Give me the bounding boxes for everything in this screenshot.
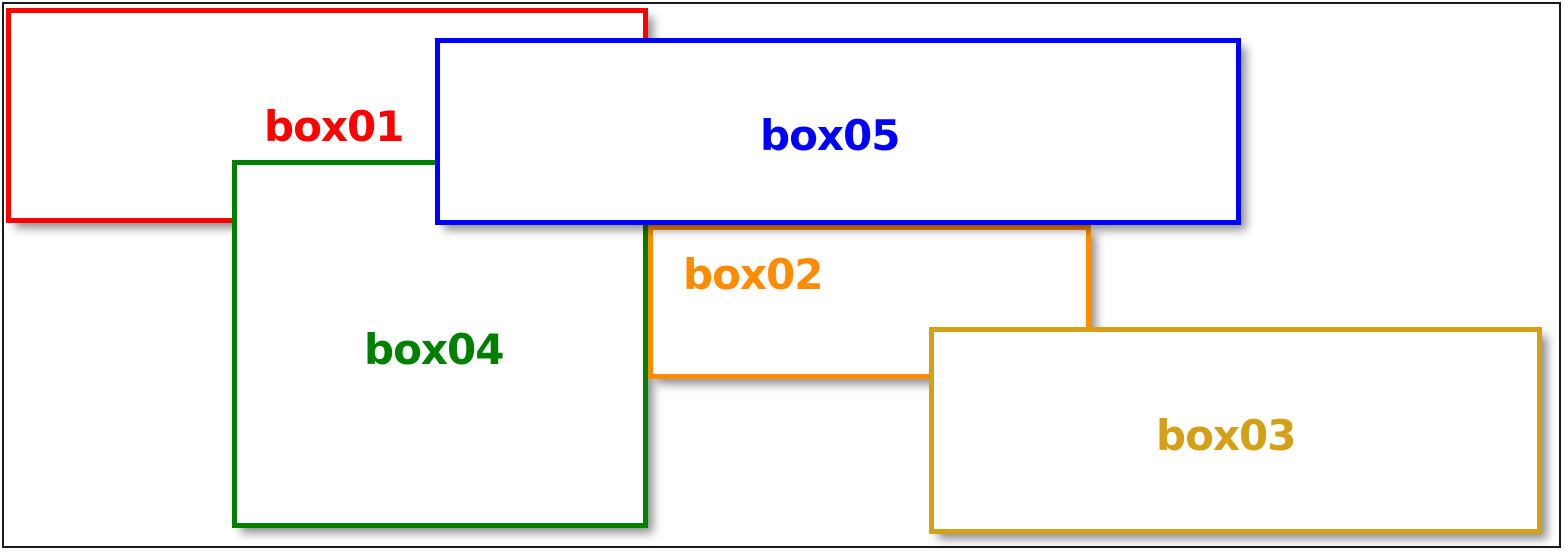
- box-box01-label: box01: [264, 102, 404, 151]
- box-box03-label: box03: [1156, 411, 1296, 460]
- box-box05[interactable]: box05: [435, 38, 1241, 225]
- box-box02-label: box02: [683, 250, 823, 299]
- box-box03[interactable]: box03: [929, 327, 1542, 534]
- box-box04-label: box04: [364, 325, 504, 374]
- box-box05-label: box05: [760, 111, 900, 160]
